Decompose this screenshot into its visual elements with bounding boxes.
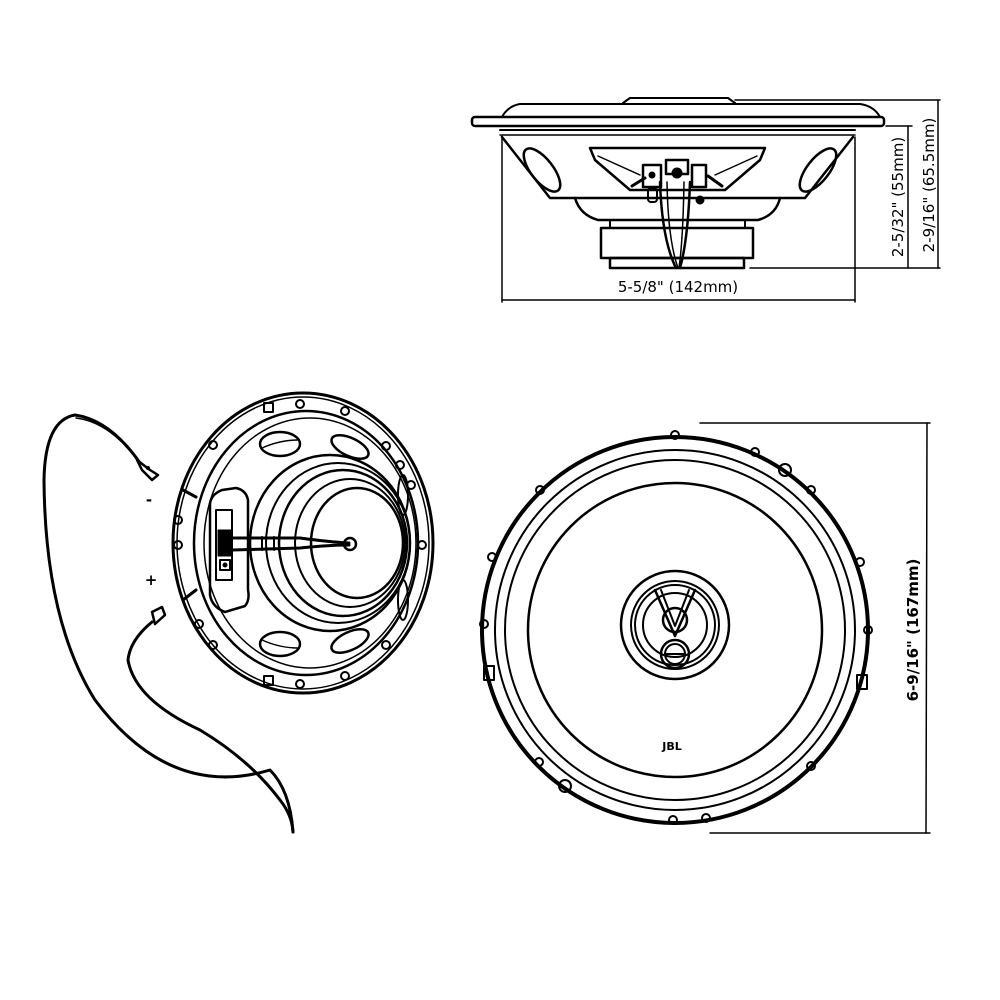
front-view: [479, 422, 931, 834]
width-dimension-label: 5-5/8" (142mm): [618, 278, 738, 296]
negative-terminal-label: -: [146, 491, 152, 509]
speaker-wires: [42, 413, 295, 834]
positive-terminal-label: +: [145, 571, 158, 589]
rear-view: [171, 391, 435, 695]
total-depth-label: 2-9/16" (65.5mm): [920, 118, 938, 253]
side-view: [470, 97, 941, 303]
brand-logo: JBL: [661, 740, 682, 753]
mount-depth-label: 2-5/32" (55mm): [889, 137, 907, 257]
diameter-dimension-label: 6-9/16" (167mm): [904, 559, 922, 702]
